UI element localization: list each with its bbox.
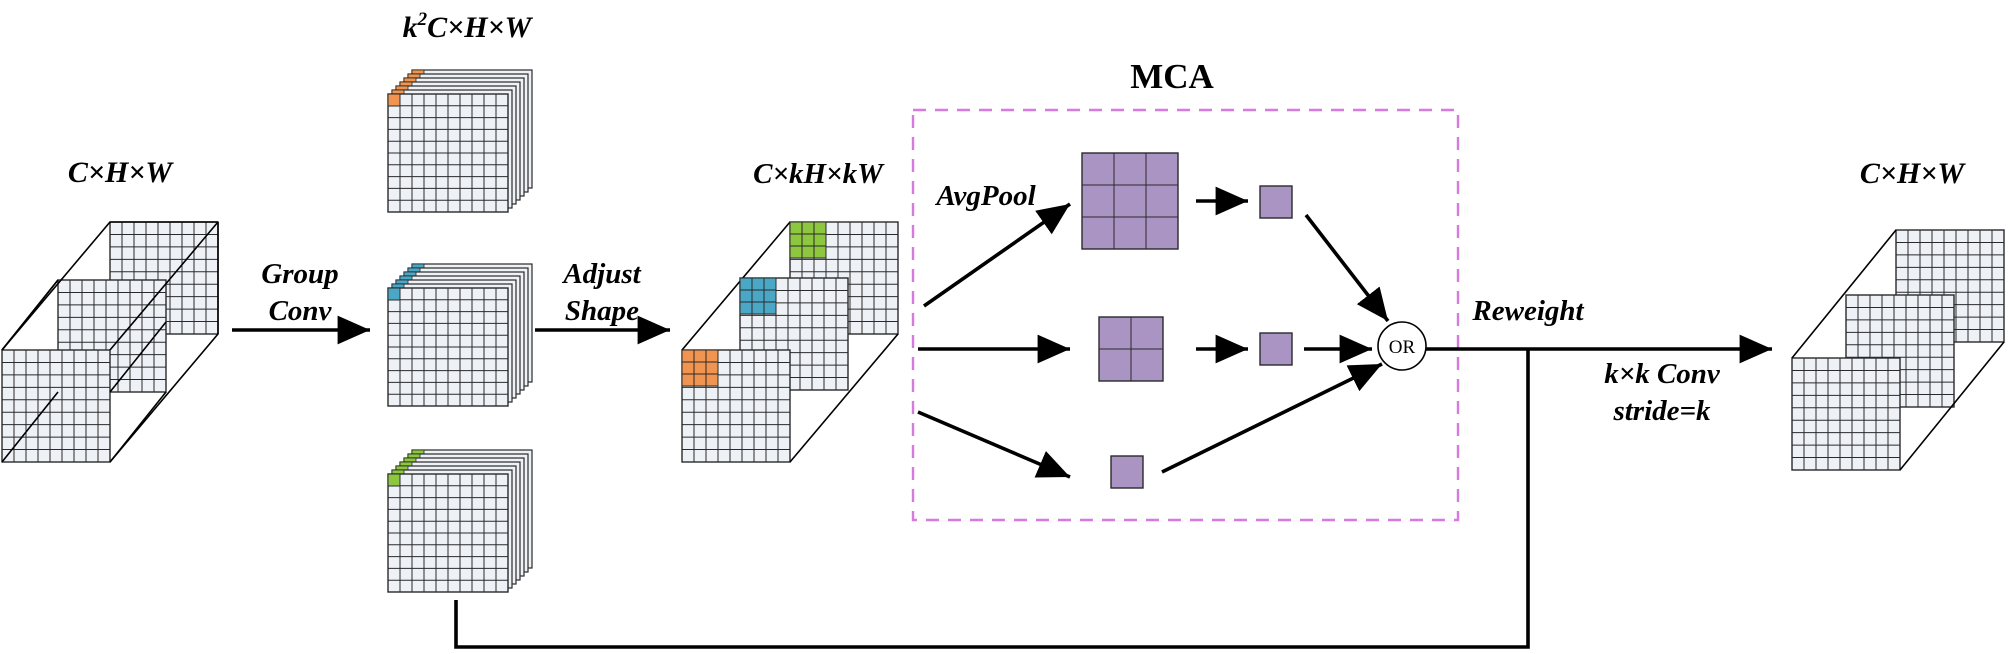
output-grid-front: [1791, 357, 1901, 471]
output-dims-label: C×H×W: [1860, 157, 1967, 190]
reweight-label: Reweight: [1471, 295, 1584, 327]
output-feature-map: [1791, 229, 2005, 471]
arrow-to-pool-1x1: [917, 410, 1071, 479]
group-conv-label-1: Group: [261, 258, 338, 290]
pooled-1x1-branch1: [1259, 185, 1293, 219]
mca-pooled-squares: [1081, 152, 1293, 489]
group-dims-label: k2C×H×W: [403, 9, 534, 44]
input-feature-map: [1, 221, 219, 463]
reshaped-green-block: [789, 221, 827, 259]
reshaped-dims-label: C×kH×kW: [753, 158, 885, 190]
input-edge-tl: [1, 391, 59, 463]
group-stack-orange: [387, 69, 533, 213]
reshaped-orange-block: [681, 349, 719, 387]
pooled-3x3: [1081, 152, 1179, 250]
mca-module-box: [911, 108, 1460, 522]
adjust-shape-label-1: Adjust: [561, 258, 641, 290]
reshaped-blue-block: [739, 277, 777, 315]
pooled-1x1-branch2: [1259, 332, 1293, 366]
group-stack-blue: [387, 263, 533, 407]
avgpool-label: AvgPool: [934, 180, 1036, 212]
input-dims-label: C×H×W: [68, 156, 175, 189]
adjust-shape-label-2: Shape: [565, 295, 639, 327]
reshaped-feature-map: [681, 221, 899, 463]
conv-label-1: k×k Conv: [1604, 358, 1721, 390]
skip-connection: [454, 349, 1530, 649]
pooled-2x2: [1098, 316, 1164, 382]
flow-arrows: [232, 186, 1772, 479]
arrow-branch1-to-or: [1304, 213, 1390, 323]
arrow-branch3-to-or: [1161, 362, 1383, 474]
group-stack-green: [387, 449, 533, 593]
conv-label-2: stride=k: [1612, 395, 1711, 427]
pooled-1x1-branch3: [1110, 455, 1144, 489]
input-grid-front: [1, 349, 111, 463]
or-node-label: OR: [1389, 337, 1416, 358]
group-stack-green-front-layer: [387, 473, 509, 593]
group-conv-stacks: [387, 69, 533, 593]
group-conv-label-2: Conv: [269, 295, 333, 327]
group-stack-orange-front-layer: [387, 93, 509, 213]
group-stack-blue-front-layer: [387, 287, 509, 407]
mca-title: MCA: [1130, 57, 1214, 96]
arrow-to-pool-3x3: [922, 202, 1072, 308]
or-node: [1377, 321, 1427, 371]
